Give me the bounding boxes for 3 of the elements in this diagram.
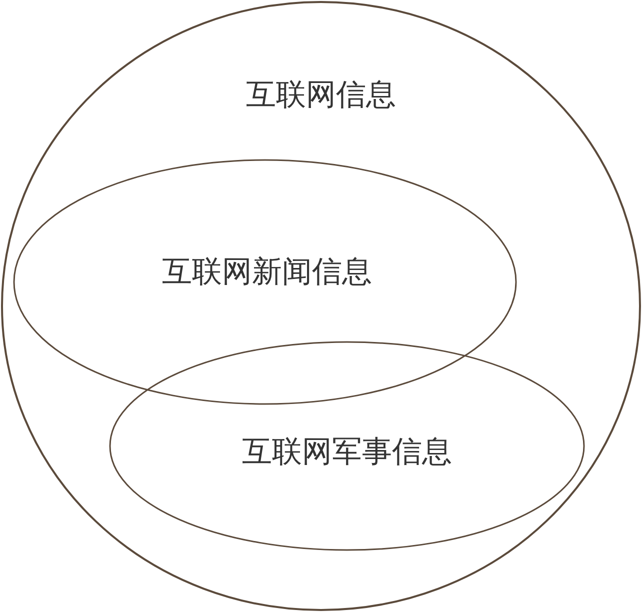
set-label: 互联网信息 xyxy=(246,76,396,114)
set-label: 互联网新闻信息 xyxy=(162,254,372,292)
set-label: 互联网军事信息 xyxy=(242,434,452,472)
